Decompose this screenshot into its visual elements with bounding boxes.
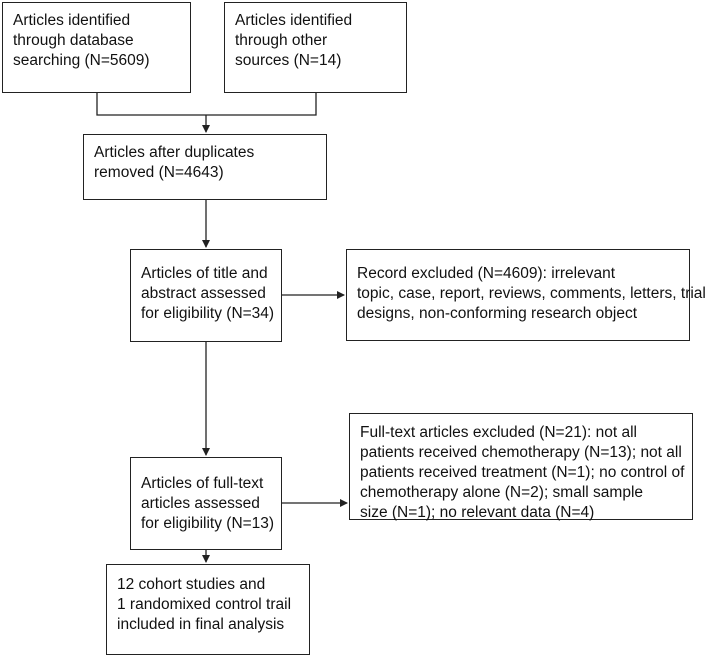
box-line: articles assessed xyxy=(141,495,260,512)
box-line: Articles of full-text xyxy=(141,475,264,492)
box-full-text: Articles of full-text articles assessed … xyxy=(130,457,282,550)
box-other-sources: Articles identified through other source… xyxy=(224,2,407,93)
box-after-duplicates: Articles after duplicates removed (N=464… xyxy=(83,134,327,200)
connector-database-merge xyxy=(96,93,317,116)
box-line: through database xyxy=(13,32,134,49)
box-line: patients received treatment (N=1); no co… xyxy=(360,464,685,481)
box-line: 1 randomixed control trail xyxy=(117,596,292,613)
box-line: Articles identified xyxy=(13,12,131,29)
box-line: through other xyxy=(235,32,328,49)
box-line: sources (N=14) xyxy=(235,52,342,69)
box-line: topic, case, report, reviews, comments, … xyxy=(357,285,706,302)
box-line: 12 cohort studies and xyxy=(117,576,266,593)
box-record-excluded: Record excluded (N=4609): irrelevant top… xyxy=(346,249,706,341)
box-line: searching (N=5609) xyxy=(13,52,150,69)
box-line: Articles after duplicates xyxy=(94,144,255,161)
box-line: for eligibility (N=34) xyxy=(141,305,275,322)
box-line: Record excluded (N=4609): irrelevant xyxy=(357,265,616,282)
box-fulltext-excluded: Full-text articles excluded (N=21): not … xyxy=(349,413,693,521)
box-line: Articles identified xyxy=(235,12,353,29)
box-included: 12 cohort studies and 1 randomixed contr… xyxy=(106,564,310,655)
box-line: abstract assessed xyxy=(141,285,266,302)
box-line: Articles of title and xyxy=(141,265,268,282)
box-title-abstract: Articles of title and abstract assessed … xyxy=(130,249,282,342)
box-line: designs, non-conforming research object xyxy=(357,305,638,322)
box-database-search: Articles identified through database sea… xyxy=(2,2,191,93)
box-line: chemotherapy alone (N=2); small sample xyxy=(360,484,644,501)
box-line: removed (N=4643) xyxy=(94,164,224,181)
box-line: for eligibility (N=13) xyxy=(141,515,275,532)
box-line: size (N=1); no relevant data (N=4) xyxy=(360,504,595,521)
box-line: patients received chemotherapy (N=13); n… xyxy=(360,444,682,461)
box-line: included in final analysis xyxy=(117,616,285,633)
box-line: Full-text articles excluded (N=21): not … xyxy=(360,424,637,441)
